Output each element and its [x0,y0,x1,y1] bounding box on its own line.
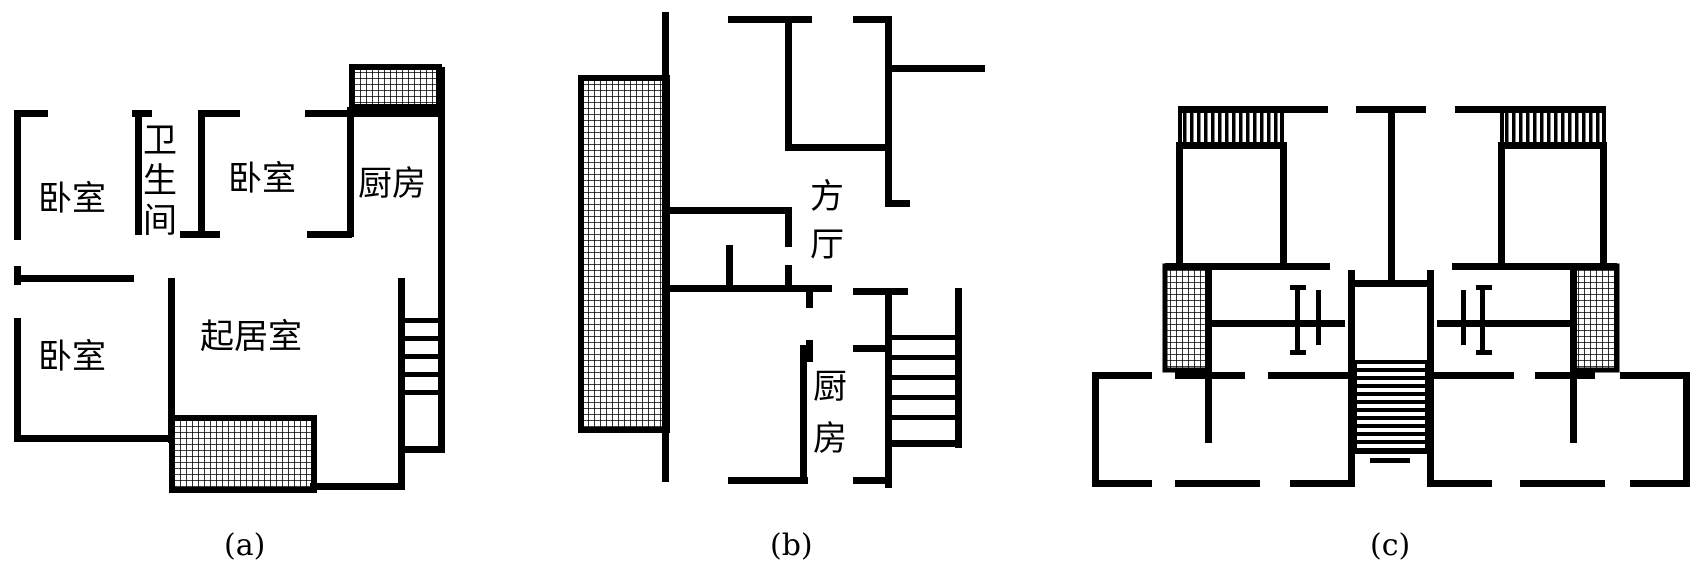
floor-plan-c: (c) [1092,106,1690,563]
room-label-hall-char-2: 厅 [810,225,844,265]
balcony-top-right-c [1500,106,1606,146]
room-label-bedroom-3: 卧室 [38,337,106,377]
room-label-bedroom-1: 卧室 [38,179,106,219]
balcony-left-c [1162,263,1212,373]
walls-b [662,12,985,488]
balcony-b [578,75,670,433]
balcony-bottom-a [169,415,317,493]
room-label-kitchen-b-char-1: 厨 [813,367,847,407]
room-label-bathroom-char-1: 卫 [143,121,177,161]
balcony-top-left-c [1178,106,1284,146]
room-label-hall-char-1: 方 [810,177,844,217]
room-label-kitchen-a: 厨房 [358,164,426,204]
caption-c: (c) [1370,528,1410,563]
floor-plan-b: 方 厅 厨 房 (b) [578,12,985,563]
room-label-bathroom-char-2: 生 [143,161,177,201]
walls-a [14,67,445,490]
walls-c [1092,106,1690,487]
caption-b: (b) [770,528,813,563]
room-label-kitchen-b-char-2: 房 [813,419,847,459]
balcony-top-a [349,64,442,110]
stair-c [1353,360,1429,454]
room-label-bathroom-char-3: 间 [143,201,177,241]
room-label-bedroom-2: 卧室 [228,159,296,199]
room-label-living-room: 起居室 [200,317,302,357]
caption-a: (a) [224,528,265,563]
balcony-right-c [1570,263,1620,373]
floor-plan-a: 卧室 卫 生 间 卧室 厨房 卧室 起居室 (a) [14,64,445,563]
